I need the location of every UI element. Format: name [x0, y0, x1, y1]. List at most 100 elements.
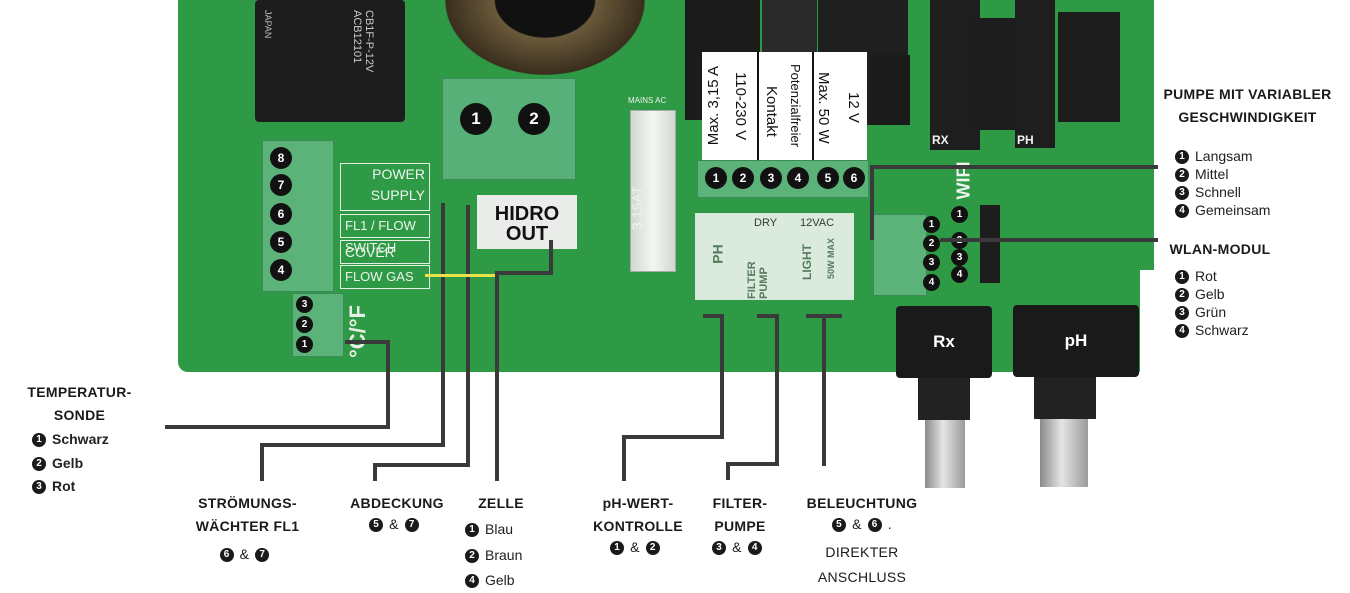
filter-pin-a: 3: [712, 541, 727, 556]
temp-pin-2: 2: [296, 316, 313, 333]
temp-title-2: SONDE: [53, 407, 106, 423]
ph-header: [1015, 0, 1055, 148]
wifi-item-2-text: Gelb: [1195, 286, 1225, 302]
left-pin-8: 8: [270, 147, 292, 169]
hidro-pin-2: 2: [518, 103, 550, 135]
cover-pins: 5&7: [337, 513, 457, 536]
flow-pins: 6&7: [185, 543, 310, 566]
leader-light-bracket: [806, 314, 842, 318]
silk-power-supply: POWER SUPPLY: [340, 163, 430, 211]
wifi-item-4-num: 4: [1175, 324, 1189, 339]
light-pins: 5&6.: [797, 513, 927, 536]
top-terminal-block: [697, 160, 869, 198]
silk-12vac: 12VAC: [800, 217, 835, 229]
flow-amp: &: [239, 546, 250, 562]
bnc-ph: pH: [1013, 305, 1139, 377]
temp-pin-3: 3: [296, 296, 313, 313]
pump-item-2: 2 Mittel: [1175, 165, 1228, 183]
left-pin-7: 7: [270, 174, 292, 196]
wifi-pin-2: 2: [923, 235, 940, 252]
leader-ph-v: [622, 435, 626, 481]
light-title: BELEUCHTUNG: [806, 495, 918, 511]
top-pin-1: 1: [705, 167, 727, 189]
light-pin-a: 5: [832, 518, 847, 533]
silk-50w: 50W MAX: [826, 238, 836, 280]
leader-cover-h: [373, 463, 470, 467]
silk-fuse: 3.15AT: [629, 185, 646, 231]
silk-filter-pump: FILTER PUMP: [746, 261, 770, 299]
silk-ph: PH: [709, 244, 726, 264]
leader-cover-v: [373, 463, 377, 481]
relay-2: [762, 0, 817, 52]
cover-pin-a: 5: [369, 518, 384, 533]
silk-mains: MAINS AC: [628, 96, 667, 105]
temp-item-2-text: Gelb: [52, 455, 84, 471]
flow-title-1: STRÖMUNGS-: [198, 495, 297, 511]
silk-cover: COVER: [340, 240, 430, 264]
bnc-rx: Rx: [896, 306, 992, 378]
wifi-pin-3: 3: [923, 254, 940, 271]
leader-filter-v: [726, 462, 730, 480]
silk-flow-gas: FLOW GAS: [340, 265, 430, 289]
relay-brand: JAPAN: [263, 10, 273, 39]
bnc-ph-barrel: [1040, 419, 1088, 487]
top-pin-3: 3: [760, 167, 782, 189]
top-label-col3: Kontakt: [763, 86, 780, 137]
pump-item-2-num: 2: [1175, 168, 1189, 183]
wifi-pin-1: 1: [923, 216, 940, 233]
temp-item-1: 1 Schwarz: [32, 430, 109, 448]
hidro-terminal: [442, 78, 576, 180]
top-pin-2: 2: [732, 167, 754, 189]
top-label-col1: Max. 3,15 A: [705, 66, 722, 146]
filter-pins: 3&4: [690, 536, 790, 559]
pump-item-1-num: 1: [1175, 150, 1189, 165]
top-pin-6: 6: [843, 167, 865, 189]
hidro-out-label: [477, 195, 577, 249]
wifi-item-2-num: 2: [1175, 288, 1189, 303]
output-silk-panel: DRY 12VAC PH FILTER PUMP LIGHT 50W MAX: [695, 213, 854, 300]
left-pin-5: 5: [270, 231, 292, 253]
top-label-col2: 110-230 V: [732, 72, 749, 141]
cell-item-1-text: Blau: [485, 521, 514, 537]
pump-item-3-text: Schnell: [1195, 184, 1241, 200]
leader-filter-h: [726, 462, 779, 466]
cover-title: ABDECKUNG: [350, 495, 444, 511]
leader-cell-up: [549, 240, 553, 275]
leader-wifi-h: [940, 238, 1158, 242]
cell-item-2-num: 2: [465, 549, 479, 564]
pump-item-1-text: Langsam: [1195, 148, 1253, 164]
wifi-pin-r3: 3: [951, 249, 968, 266]
wifi-item-3-text: Grün: [1195, 304, 1227, 320]
ph-title-2: KONTROLLE: [593, 518, 683, 534]
leader-flow-up: [441, 203, 445, 447]
leader-filter-up: [775, 316, 779, 466]
ph-pin-a: 1: [610, 541, 625, 556]
pcb-board-edge: [1140, 0, 1154, 270]
top-pin-5: 5: [817, 167, 839, 189]
flow-pin-b: 7: [255, 548, 270, 563]
pump-title-2: GESCHWINDIGKEIT: [1178, 109, 1317, 125]
fuse: [630, 110, 676, 272]
bnc-rx-neck: [918, 378, 970, 420]
top-label-col5: Max. 50 W: [815, 72, 832, 144]
temp-item-1-text: Schwarz: [52, 431, 109, 447]
silk-fl1-text: FL1 / FLOW SWITCH: [345, 218, 416, 255]
leader-filter-bracket: [757, 314, 779, 318]
light-pin-b: 6: [867, 518, 882, 533]
wifi-chip: [980, 205, 1000, 283]
light-note-1: DIREKTER: [825, 544, 899, 560]
wifi-item-1-text: Rot: [1195, 268, 1217, 284]
temp-item-1-num: 1: [32, 433, 46, 448]
chip-right: [1058, 12, 1120, 122]
pump-item-3-num: 3: [1175, 186, 1189, 201]
filter-amp: &: [732, 539, 742, 555]
pump-item-2-text: Mittel: [1195, 166, 1229, 182]
ph-amp: &: [630, 539, 640, 555]
silk-dry: DRY: [754, 217, 778, 229]
